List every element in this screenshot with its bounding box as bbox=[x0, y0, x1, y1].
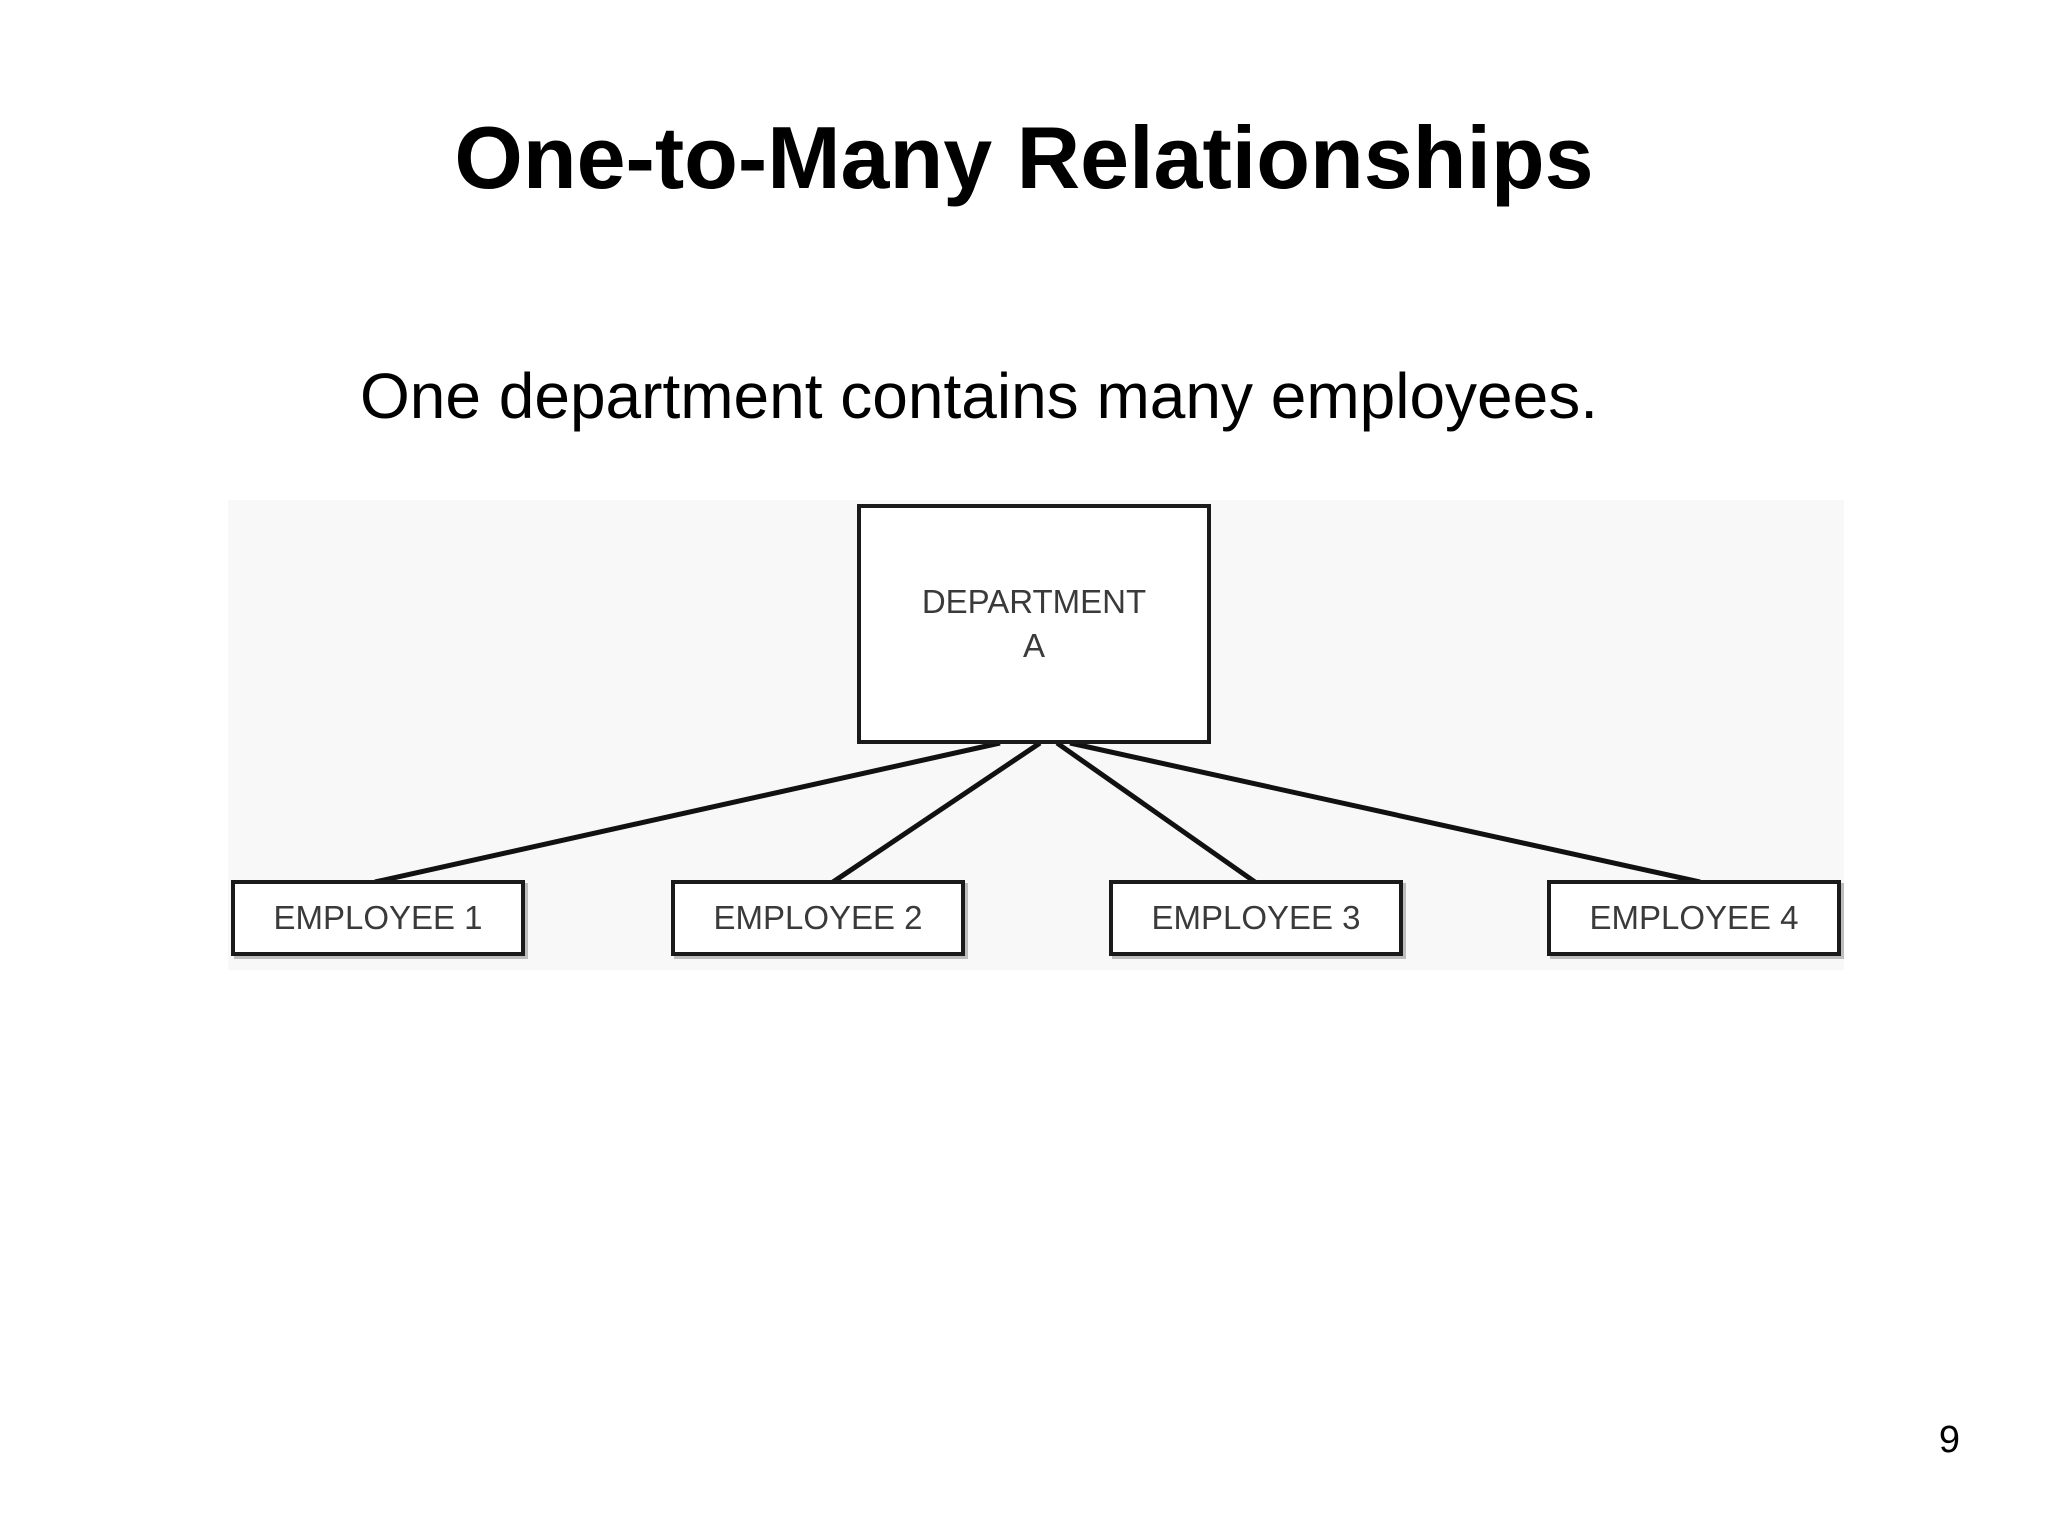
slide-subtitle: One department contains many employees. bbox=[360, 360, 1598, 432]
page-number: 9 bbox=[1938, 1419, 1960, 1461]
connector-line-employee-2 bbox=[831, 740, 1042, 885]
employee-node-label: EMPLOYEE 1 bbox=[273, 899, 483, 936]
slide-title: One-to-Many Relationships bbox=[454, 108, 1594, 207]
employee-node-label: EMPLOYEE 2 bbox=[713, 899, 923, 936]
employee-node-2: EMPLOYEE 2 bbox=[671, 880, 965, 956]
employee-node-4: EMPLOYEE 4 bbox=[1547, 880, 1841, 956]
connector-line-employee-3 bbox=[1055, 740, 1257, 885]
employee-node-label: EMPLOYEE 3 bbox=[1151, 899, 1361, 936]
department-node: DEPARTMENT A bbox=[857, 504, 1211, 744]
employee-node-1: EMPLOYEE 1 bbox=[231, 880, 525, 956]
department-node-sublabel: A bbox=[1022, 627, 1045, 664]
employee-node-label: EMPLOYEE 4 bbox=[1589, 899, 1799, 936]
connector-line-employee-4 bbox=[1069, 740, 1701, 885]
employee-node-3: EMPLOYEE 3 bbox=[1109, 880, 1403, 956]
department-node-label: DEPARTMENT bbox=[921, 583, 1147, 620]
connector-line-employee-1 bbox=[374, 740, 1001, 885]
